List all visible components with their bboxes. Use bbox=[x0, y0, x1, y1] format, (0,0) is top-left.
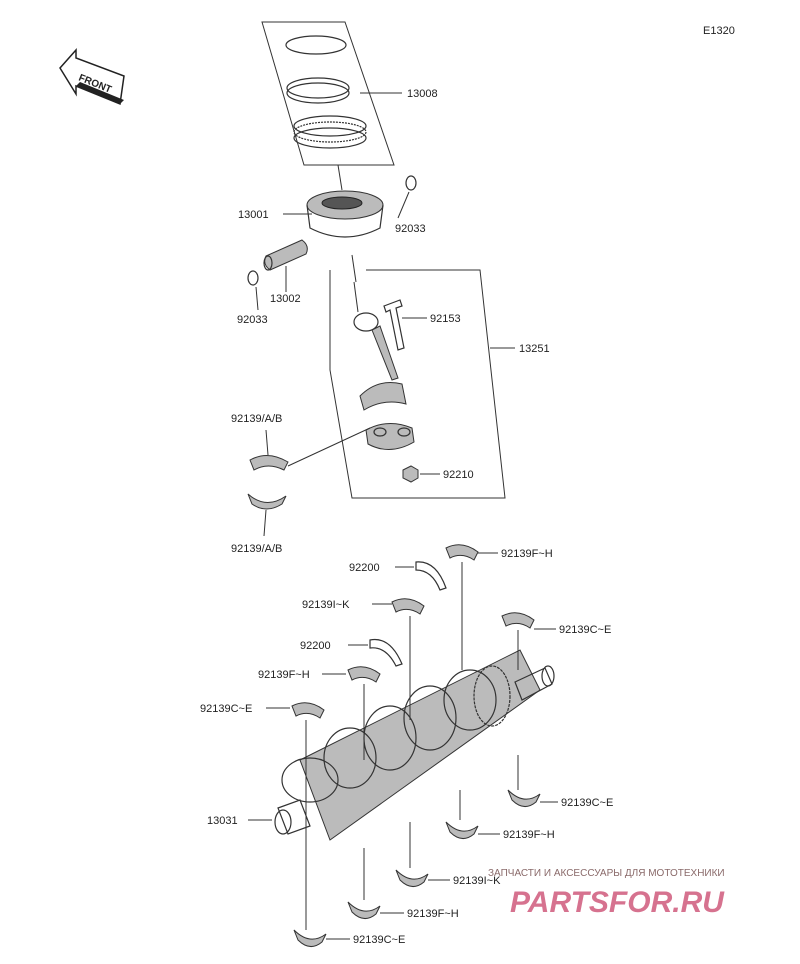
thrust-washer-lower-drawing bbox=[348, 638, 403, 667]
label-bearing-fh-bottom: 92139F~H bbox=[407, 908, 459, 920]
piston-drawing bbox=[283, 164, 384, 238]
label-bearing-ik-bottom: 92139I~K bbox=[453, 875, 501, 887]
label-piston-pin: 13002 bbox=[270, 293, 301, 305]
bearing-fh-mid-drawing bbox=[322, 666, 381, 760]
label-conrod-bearing-upper: 92139/A/B bbox=[231, 413, 282, 425]
label-thrust-washer-lower: 92200 bbox=[300, 640, 331, 652]
label-bearing-fh-mid: 92139F~H bbox=[258, 669, 310, 681]
front-arrow-icon: FRONT bbox=[59, 48, 125, 106]
label-piston: 13001 bbox=[238, 209, 269, 221]
bearing-ce-right-bottom-drawing bbox=[507, 755, 558, 807]
label-conrod-assy: 13251 bbox=[519, 343, 550, 355]
label-circlip-right: 92033 bbox=[395, 223, 426, 235]
label-bearing-fh-top: 92139F~H bbox=[501, 548, 553, 560]
bearing-fh-top-drawing bbox=[445, 544, 498, 670]
conrod-nut-drawing bbox=[402, 465, 440, 483]
label-bearing-ce-left-top: 92139C~E bbox=[200, 703, 252, 715]
conrod-drawing bbox=[353, 281, 407, 411]
conrod-bolt-drawing bbox=[383, 299, 427, 351]
label-thrust-washer-upper: 92200 bbox=[349, 562, 380, 574]
watermark-brand: PARTSFOR.RU bbox=[510, 886, 725, 919]
piston-pin-drawing bbox=[263, 239, 308, 292]
label-conrod-nut: 92210 bbox=[443, 469, 474, 481]
label-bearing-ce-bottom: 92139C~E bbox=[353, 934, 405, 946]
bearing-ce-left-top-drawing bbox=[266, 702, 325, 930]
label-bearing-fh-right-bottom: 92139F~H bbox=[503, 829, 555, 841]
conrod-bearing-lower-drawing bbox=[247, 493, 287, 537]
circlip-right-drawing bbox=[397, 175, 417, 219]
ring-set-frame bbox=[261, 21, 402, 166]
label-bearing-ce-right-bottom: 92139C~E bbox=[561, 797, 613, 809]
bearing-ce-right-top-drawing bbox=[501, 612, 556, 670]
circlip-left-drawing bbox=[247, 270, 259, 311]
conrod-assy-frame bbox=[329, 254, 515, 499]
conrod-cap-drawing bbox=[365, 423, 415, 450]
label-circlip-left: 92033 bbox=[237, 314, 268, 326]
watermark-tagline: ЗАПЧАСТИ И АКСЕССУАРЫ ДЛЯ МОТОТЕХНИКИ bbox=[488, 868, 725, 879]
label-crankshaft: 13031 bbox=[207, 815, 238, 827]
diagram-code: E1320 bbox=[703, 25, 735, 37]
label-conrod-bearing-lower: 92139/A/B bbox=[231, 543, 282, 555]
label-conrod-bolt: 92153 bbox=[430, 313, 461, 325]
bearing-fh-bottom-drawing bbox=[347, 848, 404, 919]
bearing-fh-right-bottom-drawing bbox=[445, 790, 500, 839]
label-bearing-ik-top: 92139I~K bbox=[302, 599, 350, 611]
conrod-bearing-upper-drawing bbox=[249, 427, 371, 471]
bearing-ik-bottom-drawing bbox=[395, 822, 450, 887]
bearing-ce-bottom-drawing bbox=[293, 929, 350, 947]
label-ring-set: 13008 bbox=[407, 88, 438, 100]
label-bearing-ce-right-top: 92139C~E bbox=[559, 624, 611, 636]
thrust-washer-upper-drawing bbox=[395, 561, 447, 591]
bearing-ik-top-drawing bbox=[372, 598, 425, 720]
